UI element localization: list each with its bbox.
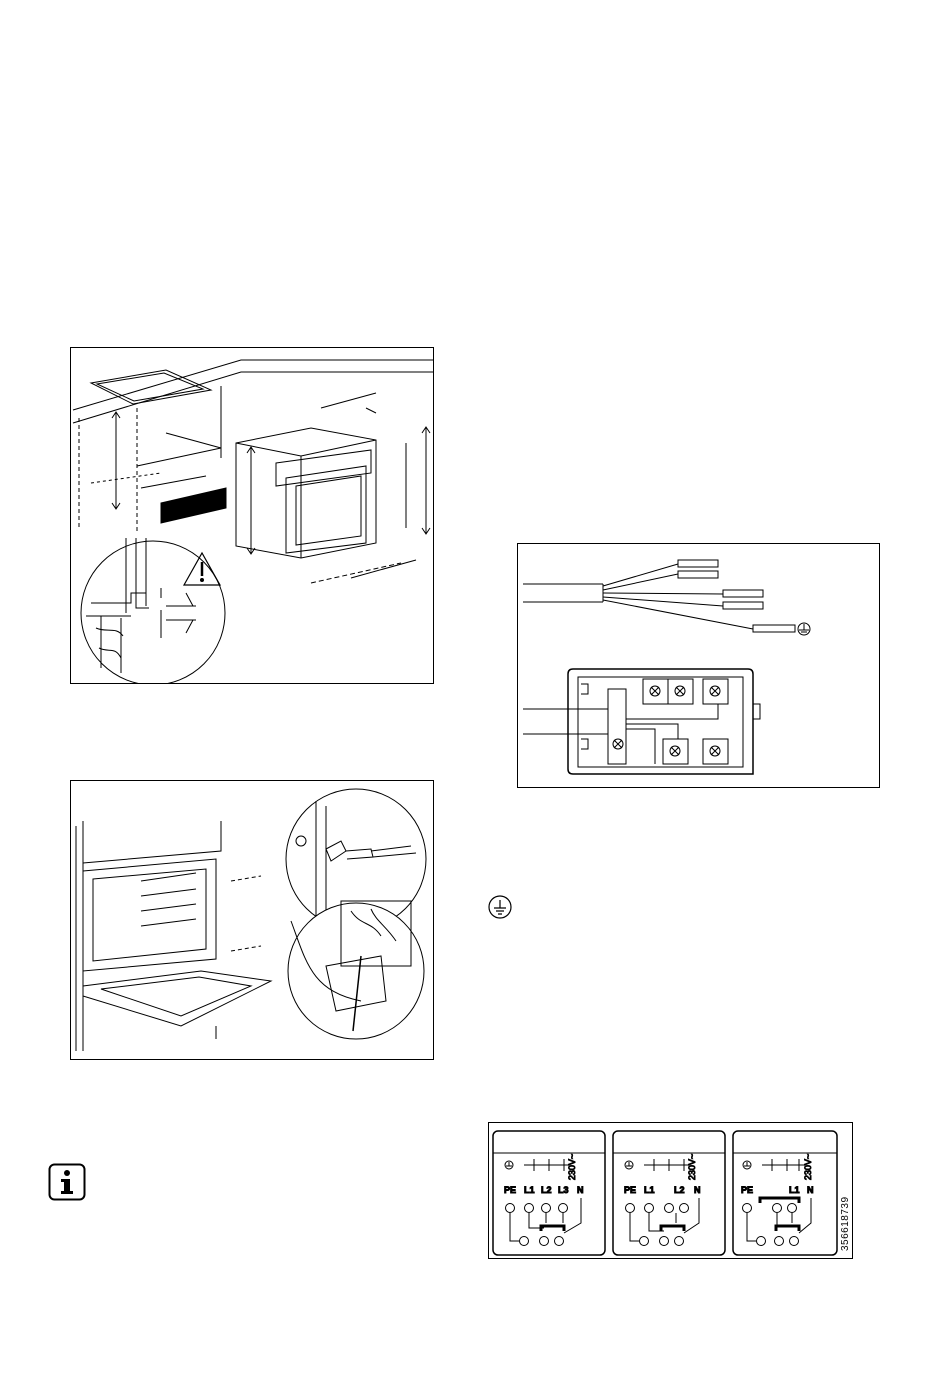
info-icon	[48, 1163, 86, 1201]
wiring-panel-1: 230V~ PE L1 L2 L3 N	[493, 1131, 605, 1255]
wiring-panel-2: 230V~ PE L1 L2 N	[613, 1131, 725, 1255]
earth-ground-icon	[487, 894, 513, 920]
terminal-label-l1: L1	[524, 1185, 535, 1195]
terminal-label-l2: L2	[674, 1185, 685, 1195]
terminal-label-l3: L3	[558, 1185, 569, 1195]
terminal-label-pe: PE	[624, 1185, 636, 1195]
built-in-dimensions-figure	[70, 347, 434, 684]
terminal-label-n: N	[807, 1185, 814, 1195]
wiring-panel-3: 230V~ PE L1 N	[733, 1131, 837, 1255]
terminal-label-l1: L1	[789, 1185, 800, 1195]
terminal-label-n: N	[694, 1185, 701, 1195]
voltage-label: 230V~	[803, 1154, 813, 1180]
oven-fastening-figure	[70, 780, 434, 1060]
terminal-label-pe: PE	[504, 1185, 516, 1195]
terminal-label-l2: L2	[541, 1185, 552, 1195]
terminal-label-l1: L1	[644, 1185, 655, 1195]
terminal-block-figure	[517, 543, 880, 788]
voltage-label: 230V~	[567, 1154, 577, 1180]
terminal-label-pe: PE	[741, 1185, 753, 1195]
wiring-diagrams-figure: 230V~ PE L1 L2 L3 N 230V~ PE L1 L2 N	[488, 1122, 853, 1259]
voltage-label: 230V~	[687, 1154, 697, 1180]
figure-reference-code: 356618739	[840, 1196, 851, 1251]
terminal-label-n: N	[577, 1185, 584, 1195]
